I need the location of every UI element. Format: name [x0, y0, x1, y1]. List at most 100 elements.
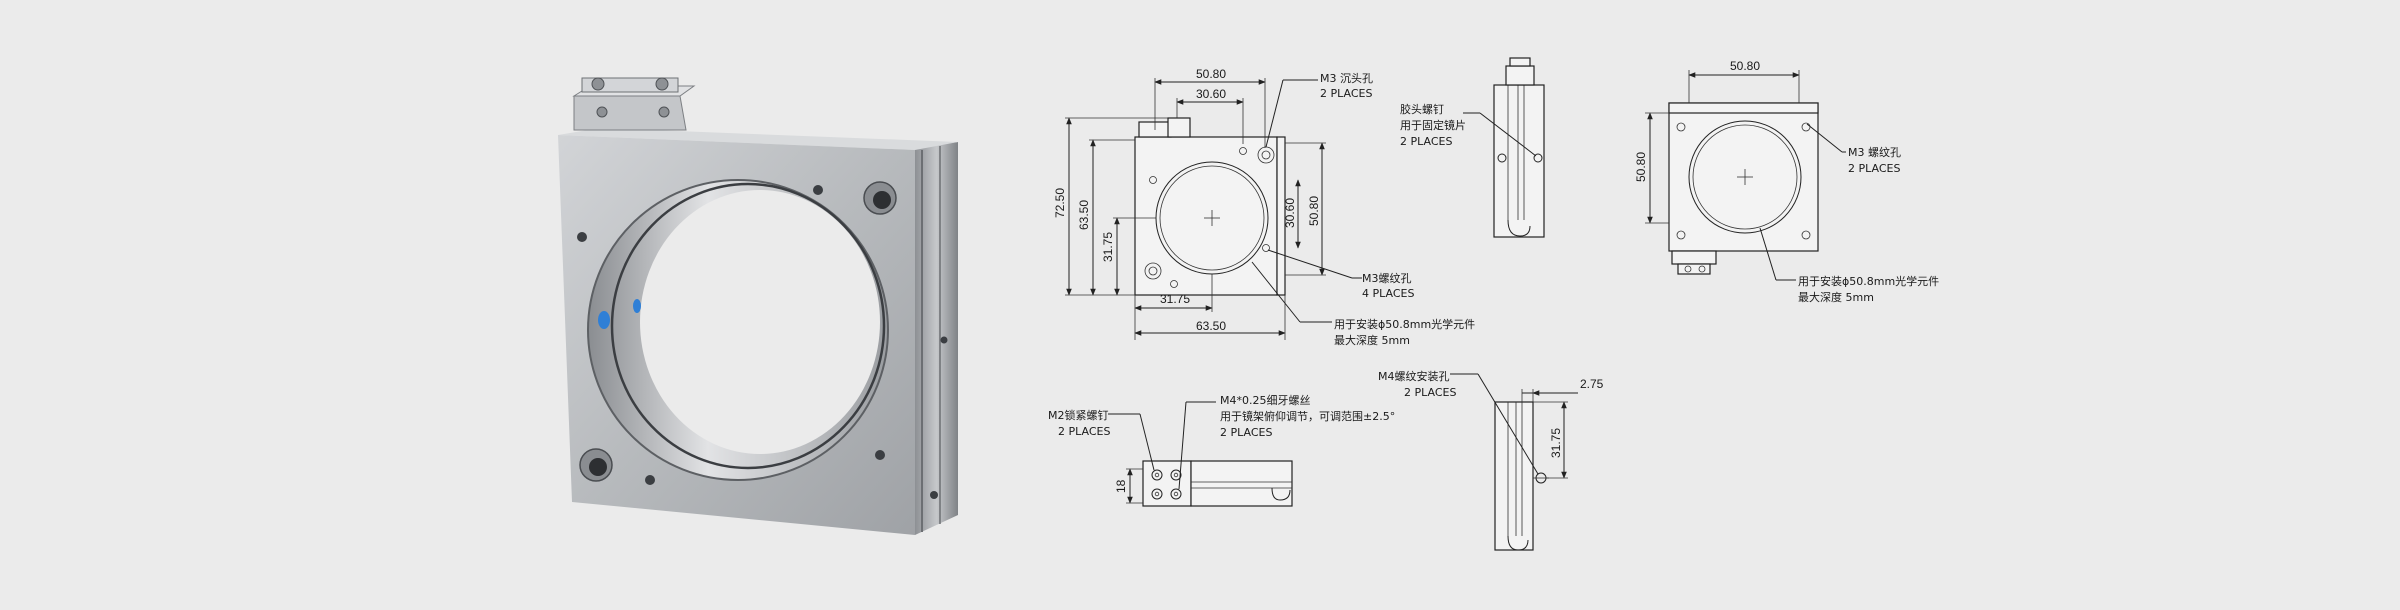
- dim-left-mid: 63.50: [1077, 200, 1091, 230]
- lock-screw: [1151, 469, 1163, 481]
- dim-left-inner: 31.75: [1101, 232, 1115, 262]
- screw-center: [1173, 491, 1179, 497]
- leader-line: [1178, 401, 1187, 490]
- dim-rear-top: 50.80: [1730, 59, 1760, 73]
- adjust-screw: [1151, 488, 1163, 500]
- rear-bore: [1688, 120, 1802, 234]
- adjuster-screw: [591, 77, 605, 91]
- leader-line: [1806, 123, 1843, 153]
- thread-hole: [1676, 122, 1686, 132]
- bottom-side-body: [1494, 401, 1534, 551]
- counterbore-hole: [1261, 150, 1271, 160]
- callout-thread-1: M3螺纹孔: [1362, 271, 1412, 285]
- dim-right-inner: 30.60: [1283, 198, 1297, 228]
- counterbore-hole: [1148, 266, 1158, 276]
- thread-hole: [1149, 176, 1157, 184]
- callout-glue-1: 胶头螺钉: [1400, 102, 1444, 116]
- callout-optic-1: 用于安装ϕ50.8mm光学元件: [1334, 317, 1475, 331]
- dim-top-inner: 30.60: [1196, 87, 1226, 101]
- callout-mount-2: 2 PLACES: [1404, 386, 1456, 399]
- side-top-block: [1505, 65, 1535, 86]
- dim-bottom-outer: 63.50: [1196, 319, 1226, 333]
- dim-top-outer: 50.80: [1196, 67, 1226, 81]
- thread-hole: [645, 475, 655, 485]
- thread-hole: [1676, 230, 1686, 240]
- thread-hole: [1170, 280, 1178, 288]
- callout-lock-1: M2锁紧螺钉: [1048, 408, 1109, 422]
- top-view-body: [1190, 460, 1293, 507]
- callout-mount-1: M4螺纹安装孔: [1378, 369, 1450, 383]
- screw-center: [1173, 472, 1179, 478]
- leader-line: [1267, 249, 1353, 279]
- rear-bore-inner: [1692, 124, 1798, 230]
- callout-adjust-3: 2 PLACES: [1220, 426, 1272, 439]
- front-right-rail: [1276, 136, 1286, 296]
- callout-adjust-2: 用于镜架俯仰调节，可调范围±2.5°: [1220, 409, 1395, 423]
- adjuster-screw: [655, 77, 669, 91]
- callout-glue-2: 用于固定镜片: [1400, 118, 1466, 132]
- dim-bottom-side-height: 31.75: [1549, 428, 1563, 458]
- leader-line: [1759, 227, 1777, 281]
- thread-hole: [930, 491, 938, 499]
- callout-counterbore-2: 2 PLACES: [1320, 87, 1372, 100]
- adjust-screw: [1170, 488, 1182, 500]
- callout-rear-optic-1: 用于安装ϕ50.8mm光学元件: [1798, 274, 1939, 288]
- leader-line: [1139, 413, 1155, 471]
- leader-line: [1477, 373, 1539, 475]
- callout-thread-2: 4 PLACES: [1362, 287, 1414, 300]
- top-view: 18 M2锁紧螺钉 2 PLACES M4*0.25细牙螺丝 用于镜架俯仰调节，…: [1048, 394, 1395, 507]
- top-view-block: [1142, 460, 1192, 507]
- thread-hole: [1801, 230, 1811, 240]
- dim-bottom-inner: 31.75: [1160, 292, 1190, 306]
- dim-left-outer: 72.50: [1053, 188, 1067, 218]
- lens-bore-inner: [640, 190, 880, 454]
- side-body: [1493, 84, 1545, 238]
- side-hook: [1507, 219, 1531, 237]
- retaining-groove: [610, 182, 886, 470]
- lock-screw: [1170, 469, 1182, 481]
- thread-hole: [875, 450, 885, 460]
- front-top-block: [1167, 117, 1191, 138]
- counterbore-hole-core: [873, 191, 891, 209]
- rear-view: 50.80 50.80 M3 螺纹孔 2 PLACES 用于安装ϕ50.8mm光…: [1634, 59, 1939, 304]
- rear-bottom-block: [1671, 250, 1717, 265]
- rear-bottom-screw: [1677, 263, 1711, 275]
- callout-rear-thread-2: 2 PLACES: [1848, 162, 1900, 175]
- mount-top-face: [558, 128, 958, 150]
- callout-optic-2: 最大深度 5mm: [1334, 333, 1410, 347]
- leader-line: [1251, 261, 1301, 323]
- thread-hole: [813, 185, 823, 195]
- callout-rear-optic-2: 最大深度 5mm: [1798, 290, 1874, 304]
- front-view: 50.80 30.60 72.50 63.50 31.75 30.60 50.8…: [1053, 67, 1475, 347]
- dim-bottom-side-width: 2.75: [1580, 377, 1604, 391]
- bottom-side-view: 2.75 31.75 M4螺纹安装孔 2 PLACES: [1378, 369, 1604, 551]
- mount-side-face: [915, 142, 958, 535]
- side-view: 胶头螺钉 用于固定镜片 2 PLACES: [1400, 57, 1545, 238]
- product-render: [558, 77, 958, 535]
- leader-line: [1479, 112, 1537, 157]
- thread-hole: [1262, 244, 1270, 252]
- glue-screw: [1497, 153, 1507, 163]
- adjuster-screw: [596, 106, 608, 118]
- rear-top-lip: [1668, 102, 1819, 114]
- callout-adjust-1: M4*0.25细牙螺丝: [1220, 394, 1310, 407]
- glue-screw: [1533, 153, 1543, 163]
- rear-screw-head: [1698, 265, 1706, 273]
- blue-set-screw: [598, 311, 610, 329]
- adjuster-screw: [658, 106, 670, 118]
- lens-bore-edge: [587, 179, 889, 481]
- callout-lock-2: 2 PLACES: [1058, 425, 1110, 438]
- leader-line: [1265, 79, 1284, 148]
- blue-set-screw: [633, 299, 641, 313]
- dim-top-view-height: 18: [1114, 479, 1128, 493]
- thread-hole: [577, 232, 587, 242]
- screw-center: [1154, 491, 1160, 497]
- callout-glue-3: 2 PLACES: [1400, 135, 1452, 148]
- callout-counterbore-1: M3 沉头孔: [1320, 72, 1373, 85]
- bottom-side-hook: [1507, 535, 1529, 551]
- thread-hole: [940, 336, 948, 344]
- adjuster-plate: [581, 77, 679, 93]
- thread-hole: [1239, 147, 1247, 155]
